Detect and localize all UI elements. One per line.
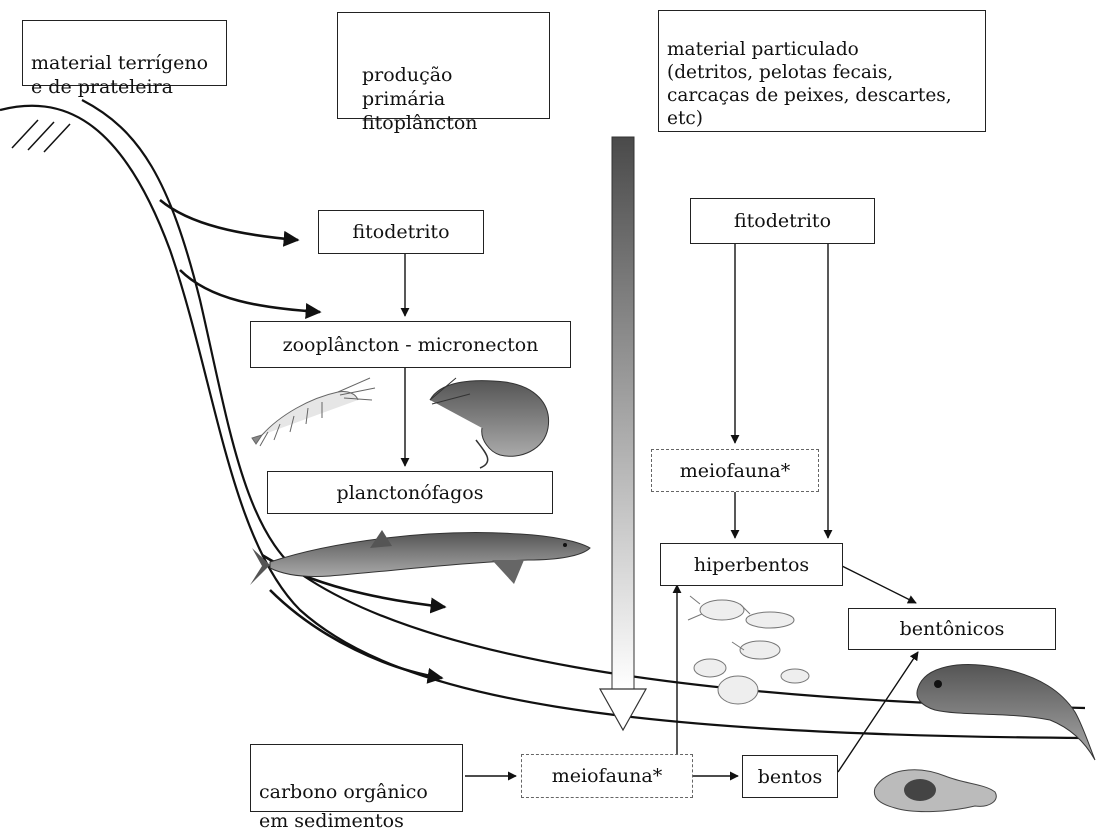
label-carbono-organico: carbono orgânico em sedimentos	[259, 781, 428, 832]
label-zooplancton: zooplâncton - micronecton	[283, 333, 539, 357]
box-producao-primaria: produção primária fitoplâncton	[337, 12, 550, 119]
label-planctonofagos: planctonófagos	[337, 481, 484, 505]
deep-sea-fish-icon	[917, 665, 1095, 760]
label-meiofauna-upper: meiofauna*	[680, 459, 790, 483]
box-fitodetrito-left: fitodetrito	[318, 210, 484, 254]
box-carbono-organico: carbono orgânico em sedimentos	[250, 744, 463, 812]
box-material-particulado: material particulado (detritos, pelotas …	[658, 10, 986, 132]
box-zooplancton: zooplâncton - micronecton	[250, 321, 571, 368]
shelf-hatch	[12, 120, 70, 152]
label-producao-primaria: produção primária fitoplâncton	[362, 64, 478, 134]
box-meiofauna-upper: meiofauna*	[651, 449, 819, 492]
label-bentonicos: bentônicos	[900, 617, 1005, 641]
label-bentos: bentos	[758, 765, 822, 789]
label-meiofauna-lower: meiofauna*	[552, 764, 662, 788]
box-terrigeno: material terrígeno e de prateleira	[22, 20, 227, 86]
prawn-icon	[430, 378, 549, 468]
box-fitodetrito-right: fitodetrito	[690, 198, 875, 244]
label-fitodetrito-left: fitodetrito	[352, 220, 449, 244]
box-bentonicos: bentônicos	[848, 608, 1056, 650]
box-planctonofagos: planctonófagos	[267, 471, 553, 514]
shrimp-icon	[252, 378, 375, 446]
label-material-particulado: material particulado (detritos, pelotas …	[667, 39, 952, 129]
shark-icon	[250, 530, 590, 585]
amphipod-icon	[688, 596, 809, 704]
box-bentos: bentos	[742, 755, 838, 798]
label-fitodetrito-right: fitodetrito	[734, 209, 831, 233]
benthic-shrimp-icon	[874, 770, 996, 812]
label-hiperbentos: hiperbentos	[694, 553, 809, 577]
sinking-flux-arrow	[600, 137, 646, 730]
box-hiperbentos: hiperbentos	[660, 543, 843, 586]
box-meiofauna-lower: meiofauna*	[521, 754, 693, 798]
arrow-hiperbentos-bentonicos	[842, 566, 916, 603]
arrow-bentos-bentonicos	[838, 652, 918, 772]
